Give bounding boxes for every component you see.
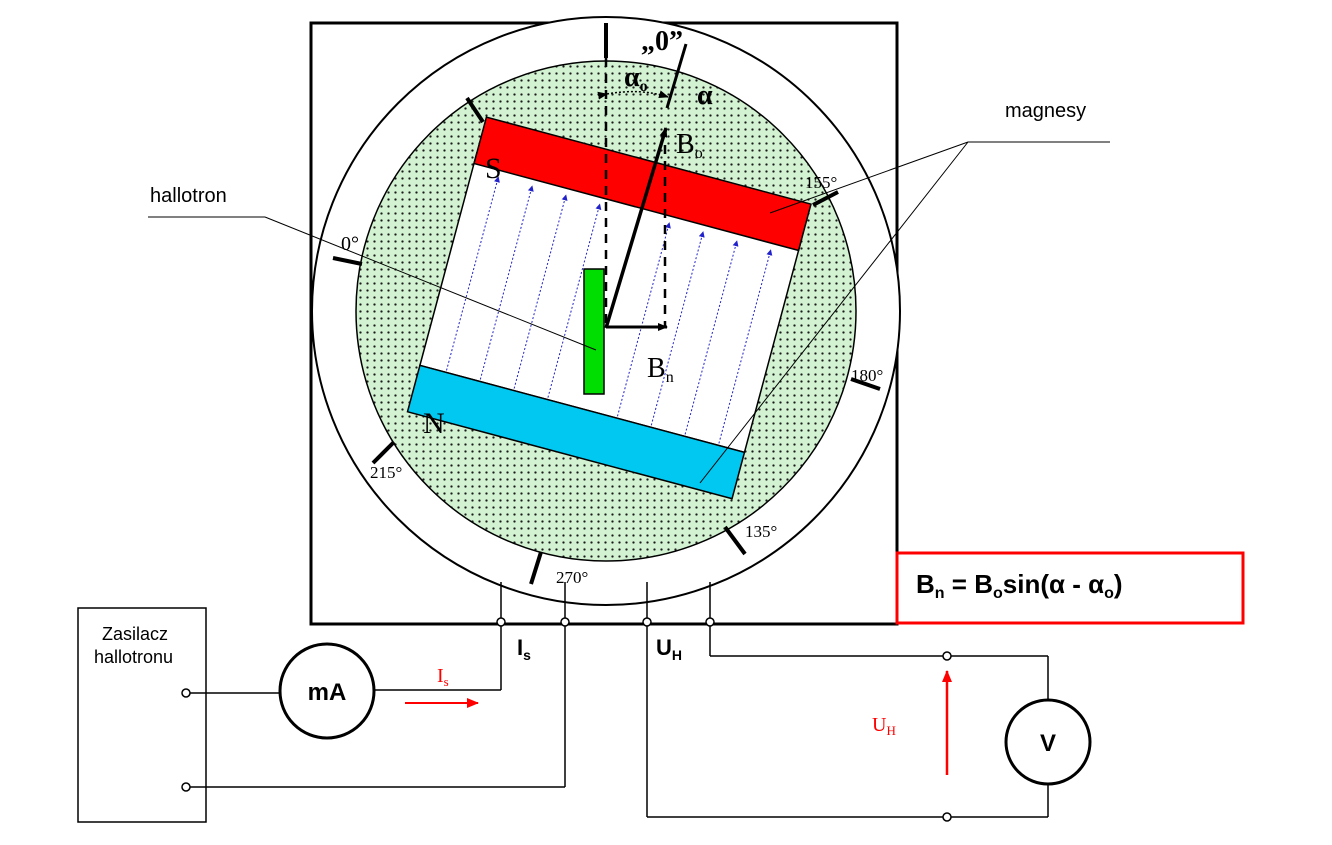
magnesy-label: magnesy — [1005, 100, 1086, 122]
degree-135-label: 135° — [745, 522, 777, 541]
south-pole-label: S — [485, 152, 502, 185]
uh-terminal-label: UH — [656, 635, 682, 663]
power-supply-label-1: Zasilacz — [102, 624, 168, 644]
north-pole-label: N — [423, 407, 445, 440]
ammeter — [278, 642, 376, 740]
b0-vector — [604, 127, 668, 329]
power-supply-label-2: hallotronu — [94, 647, 173, 667]
bn-label: Bn — [647, 353, 674, 386]
pointer-line — [665, 43, 688, 109]
degree-155-label: 155° — [805, 173, 837, 192]
formula-box — [895, 551, 1245, 625]
hall-sensor — [583, 268, 605, 395]
alpha0-arc — [597, 90, 669, 100]
degree-180-label: 180° — [851, 366, 883, 385]
voltmeter-label: V — [1040, 730, 1056, 757]
degree-270-label: 270° — [556, 568, 588, 587]
is-terminal-label: Is — [517, 635, 531, 663]
voltmeter — [1004, 698, 1092, 786]
is-current-label: Is — [437, 665, 449, 689]
b0-label: Bo — [676, 129, 703, 162]
power-supply-box — [77, 607, 207, 823]
leader-lines — [148, 141, 1110, 484]
degree-215-label: 215° — [370, 463, 402, 482]
hallotron-label: hallotron — [150, 185, 227, 207]
magnet-assembly — [406, 116, 812, 500]
uh-voltage-label: UH — [872, 714, 896, 738]
degree-0-label: 0° — [341, 233, 359, 255]
zero-mark-label: „0” — [641, 26, 683, 57]
ammeter-label: mA — [308, 679, 347, 706]
terminals — [181, 617, 952, 822]
degree-ticks — [332, 23, 881, 585]
alpha-label: α — [697, 80, 713, 111]
north-magnet — [406, 364, 746, 500]
alpha0-label: αo — [624, 62, 648, 95]
south-magnet — [473, 116, 812, 252]
formula-text: Bn = Bosin(α - αo) — [916, 569, 1123, 602]
